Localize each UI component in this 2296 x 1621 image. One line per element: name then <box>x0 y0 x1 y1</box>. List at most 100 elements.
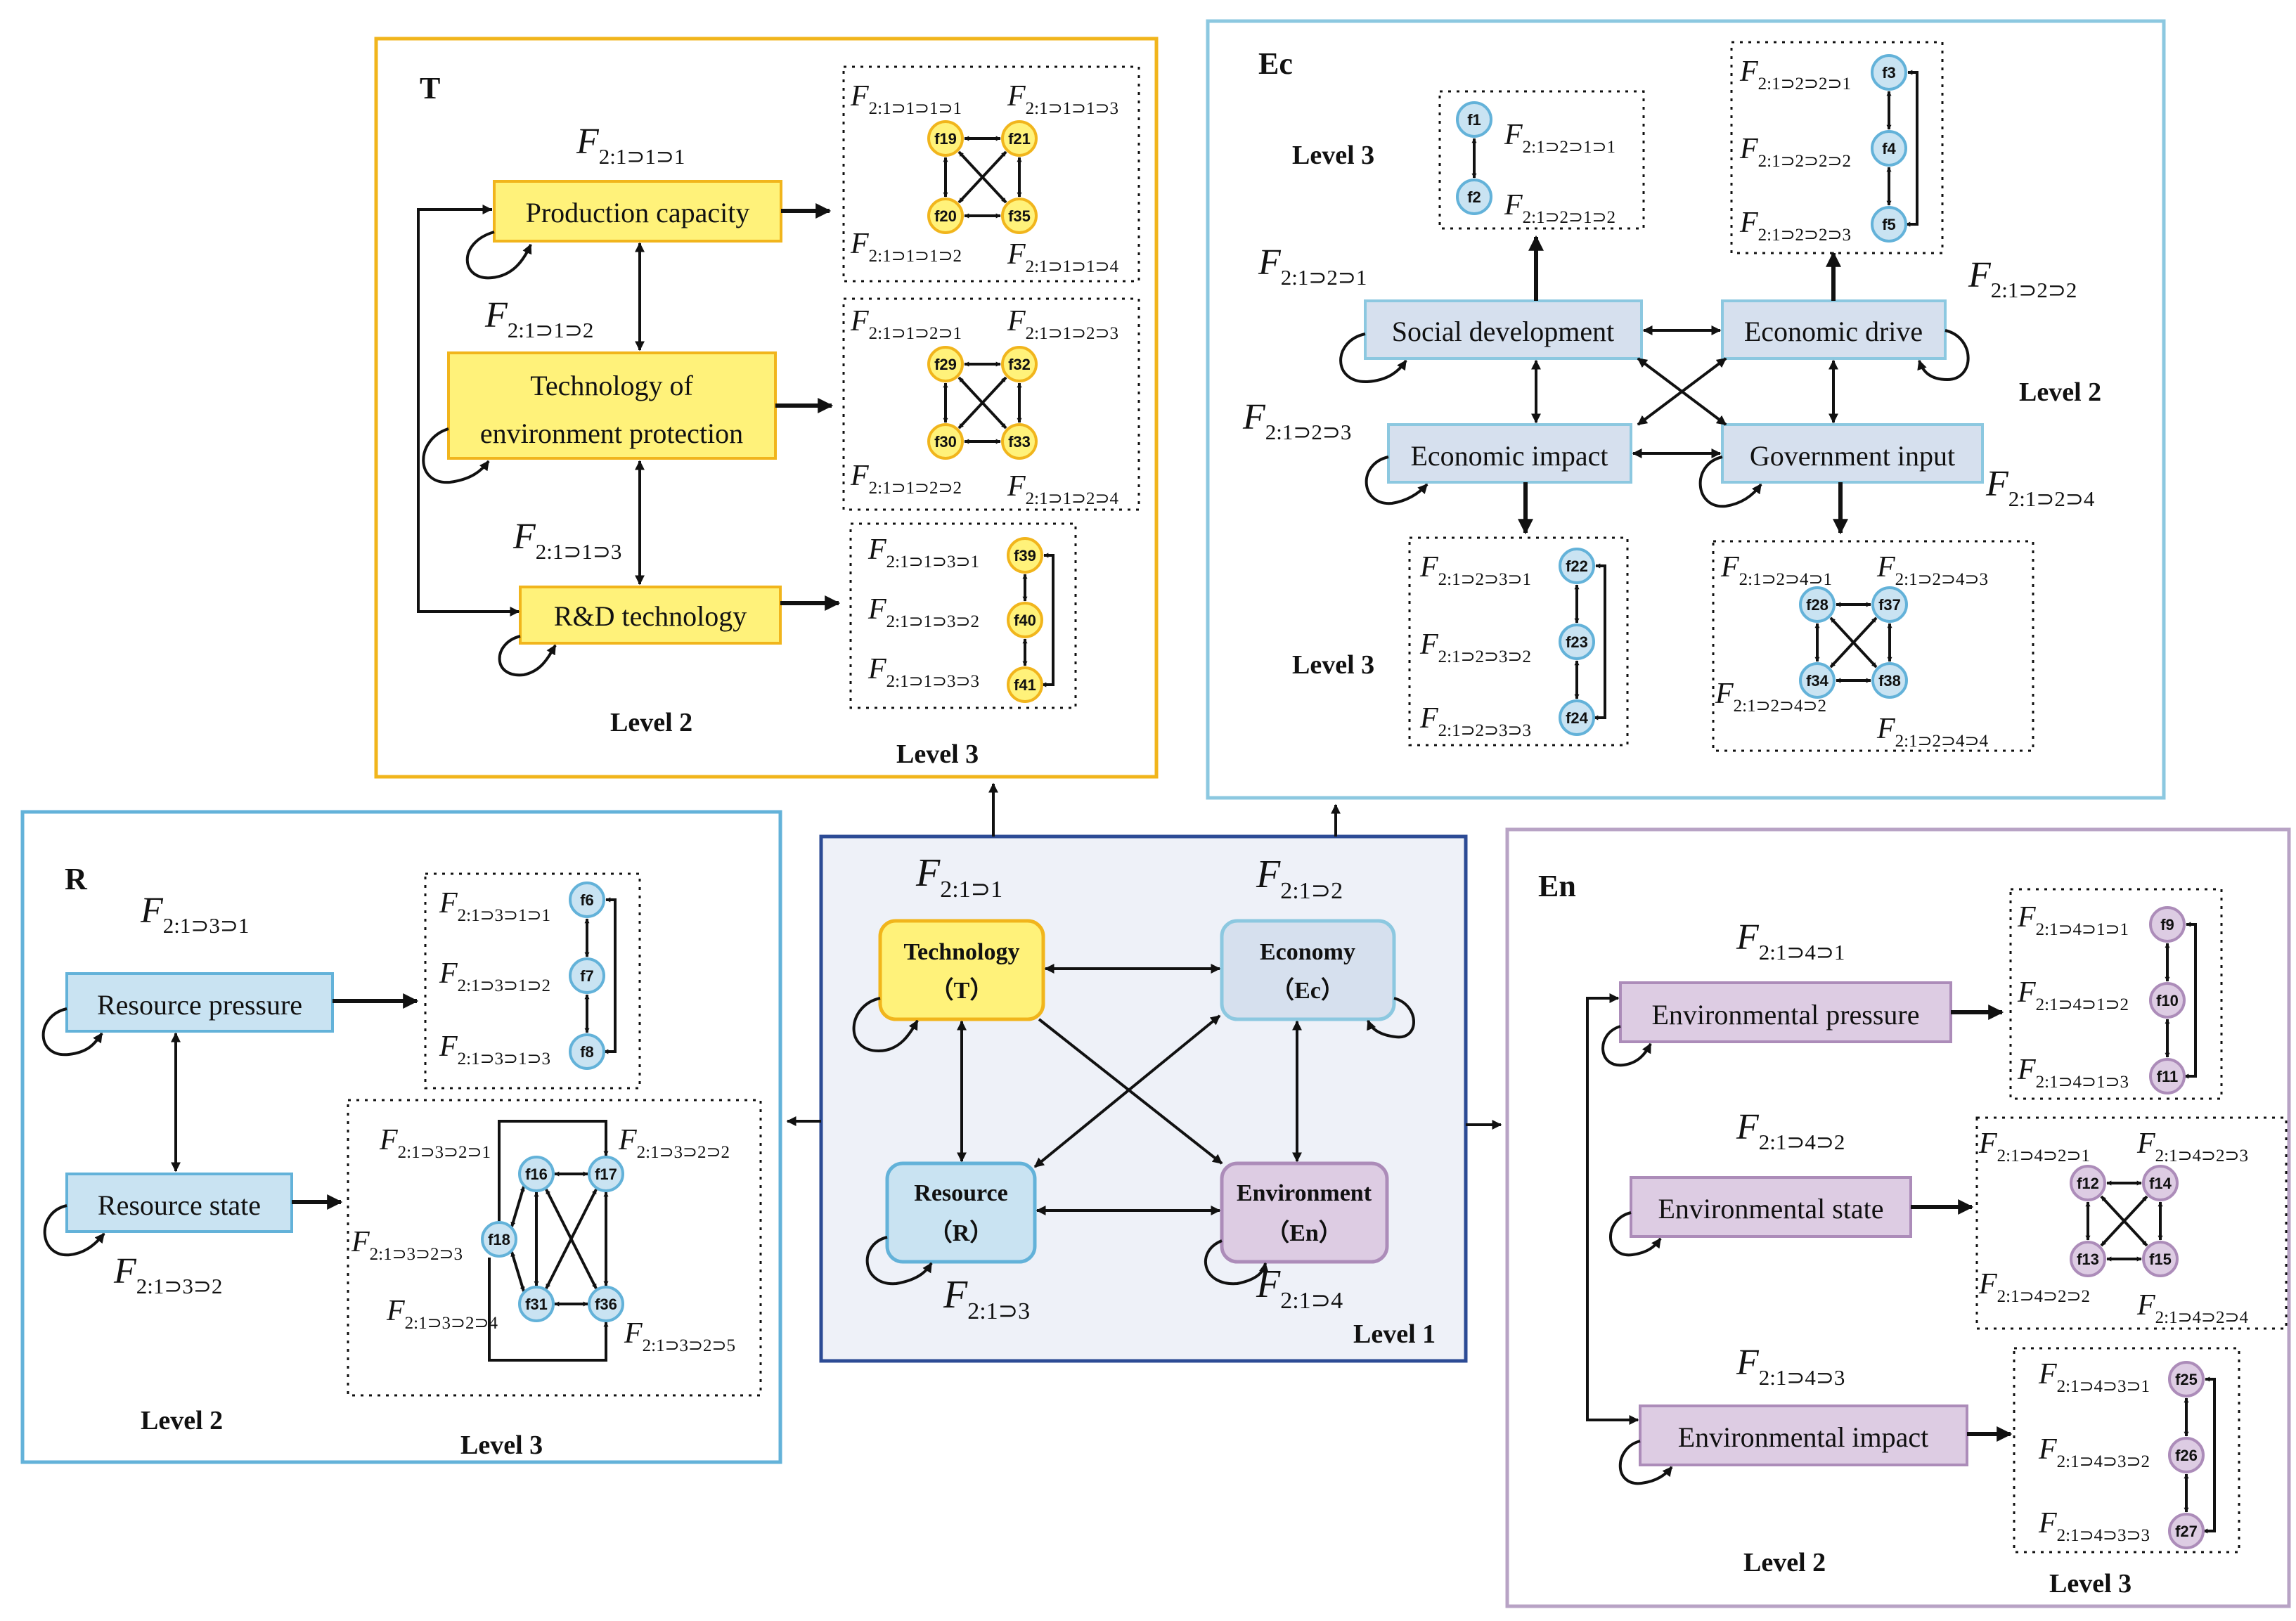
indicator-edge <box>957 376 1007 430</box>
indicator-circle <box>1007 537 1043 574</box>
node-government-input[interactable] <box>1721 423 1984 484</box>
node-resource-pressure[interactable] <box>65 972 334 1033</box>
node-technology[interactable] <box>878 919 1045 1021</box>
node-economy[interactable] <box>1220 919 1396 1021</box>
indicator-label: f2 <box>1467 188 1481 206</box>
indicator-circle <box>1001 423 1038 460</box>
T-g3-label-3: F2:1⊃1⊃3⊃3 <box>868 653 979 691</box>
node-resource-code: （R） <box>929 1219 994 1246</box>
node-resource-state-label: Resource state <box>98 1189 261 1221</box>
R-g2-label-1: F2:1⊃3⊃2⊃1 <box>379 1124 491 1162</box>
Ec-level-3-top: Level 3 <box>1292 141 1374 170</box>
indicator-circle <box>1871 206 1907 243</box>
indicator-node-f15: f15 <box>2142 1241 2179 1277</box>
indicator-label: f6 <box>580 891 594 909</box>
indicator-circle <box>569 881 605 918</box>
indicator-label: f30 <box>934 433 957 451</box>
indicator-circle <box>1001 346 1038 382</box>
indicator-label: f24 <box>1566 709 1589 727</box>
indicator-label: f19 <box>934 130 957 148</box>
indicator-node-f23: f23 <box>1559 624 1595 660</box>
node-environmental-impact[interactable] <box>1639 1404 1968 1466</box>
indicator-label: f15 <box>2149 1251 2172 1268</box>
node-environmental-state-label: Environmental state <box>1658 1193 1883 1225</box>
node-environmental-state[interactable] <box>1630 1176 1912 1238</box>
Ec-g2-label-1: F2:1⊃2⊃2⊃1 <box>1739 56 1851 93</box>
indicator-node-f36: f36 <box>588 1286 624 1322</box>
indicator-edge <box>957 150 1007 204</box>
indicator-node-f31: f31 <box>518 1286 555 1322</box>
indicator-circle <box>927 346 964 382</box>
indicator-node-f19: f19 <box>927 120 964 157</box>
En-g2-label-2: F2:1⊃4⊃2⊃3 <box>2136 1128 2248 1165</box>
indicator-label: f9 <box>2160 916 2174 934</box>
indicator-label: f8 <box>580 1043 594 1061</box>
node-economic-impact[interactable] <box>1387 423 1632 484</box>
node-environmental-pressure[interactable] <box>1619 981 1952 1043</box>
indicator-circle <box>2149 906 2186 943</box>
Ec-level-3-bottom: Level 3 <box>1292 650 1374 680</box>
Ec-level-2: Level 2 <box>2019 377 2101 407</box>
indicator-node-f17: f17 <box>588 1156 624 1192</box>
indicator-circle <box>2070 1241 2106 1277</box>
Ec-g4-label-3: F2:1⊃2⊃4⊃2 <box>1715 678 1826 716</box>
En-label-3: F2:1⊃4⊃3 <box>1736 1343 1845 1390</box>
T-level-2: Level 2 <box>610 708 692 737</box>
indicator-circle <box>1559 699 1595 736</box>
En-g2-label-1: F2:1⊃4⊃2⊃1 <box>1978 1128 2090 1165</box>
node-social-development-label: Social development <box>1392 316 1615 347</box>
R-label-1: F2:1⊃3⊃1 <box>140 891 249 938</box>
indicator-node-f14: f14 <box>2142 1165 2179 1201</box>
indicator-node-f41: f41 <box>1007 666 1043 703</box>
R-level-2: Level 2 <box>141 1406 223 1435</box>
indicator-edge <box>510 1186 525 1227</box>
R-g2-label-4: F2:1⊃3⊃2⊃4 <box>386 1295 498 1333</box>
indicator-label: f13 <box>2077 1251 2099 1268</box>
indicator-circle <box>1007 666 1043 703</box>
center-label-Ec: F2:1⊃2 <box>1256 853 1343 904</box>
En-g1-label-2: F2:1⊃4⊃1⊃2 <box>2017 976 2129 1014</box>
indicator-node-f32: f32 <box>1001 346 1038 382</box>
indicator-label: f39 <box>1014 547 1036 564</box>
R-g1-label-3: F2:1⊃3⊃1⊃3 <box>439 1031 550 1068</box>
node-production-capacity[interactable] <box>493 180 782 243</box>
Ec-g3-col: f22 f23 f24 <box>1559 548 1606 736</box>
panel-En-title: En <box>1538 869 1576 903</box>
indicator-node-f13: f13 <box>2070 1241 2106 1277</box>
panel-T-content: T F2:1⊃1⊃1 F2:1⊃1⊃2 F2:1⊃1⊃3 Production … <box>417 65 1140 769</box>
R-g2-label-2: F2:1⊃3⊃2⊃2 <box>618 1124 730 1162</box>
node-rd-technology[interactable] <box>519 586 782 645</box>
node-resource[interactable] <box>885 1161 1037 1264</box>
indicator-node-f39: f39 <box>1007 537 1043 574</box>
En-g2-label-3: F2:1⊃4⊃2⊃2 <box>1978 1268 2090 1306</box>
indicator-edge <box>1829 616 1878 669</box>
indicator-label: f21 <box>1008 130 1031 148</box>
node-resource-state[interactable] <box>65 1173 293 1233</box>
En-label-1: F2:1⊃4⊃1 <box>1736 917 1845 964</box>
indicator-label: f1 <box>1467 111 1481 129</box>
node-technology-code: （T） <box>930 976 994 1004</box>
Ec-g4-label-2: F2:1⊃2⊃4⊃3 <box>1876 551 1988 589</box>
node-social-development[interactable] <box>1364 299 1643 360</box>
indicator-node-f12: f12 <box>2070 1165 2106 1201</box>
node-environment[interactable] <box>1220 1161 1389 1264</box>
panel-En-content: En F2:1⊃4⊃1 F2:1⊃4⊃2 F2:1⊃4⊃3 Environmen… <box>1538 869 2288 1599</box>
T-g1-label-1: F2:1⊃1⊃1⊃1 <box>850 80 962 118</box>
indicator-circle <box>1456 101 1492 138</box>
indicator-label: f29 <box>934 356 957 373</box>
indicator-node-f5: f5 <box>1871 206 1907 243</box>
indicator-node-f22: f22 <box>1559 548 1595 584</box>
indicator-node-f11: f11 <box>2149 1058 2186 1094</box>
T-level-3: Level 3 <box>896 740 979 769</box>
node-economy-name: Economy <box>1260 939 1355 965</box>
R-label-2: F2:1⊃3⊃2 <box>113 1251 222 1298</box>
indicator-node-f20: f20 <box>927 198 964 234</box>
En-g3-label-1: F2:1⊃4⊃3⊃1 <box>2038 1358 2150 1396</box>
indicator-loop-edge <box>488 1258 609 1362</box>
